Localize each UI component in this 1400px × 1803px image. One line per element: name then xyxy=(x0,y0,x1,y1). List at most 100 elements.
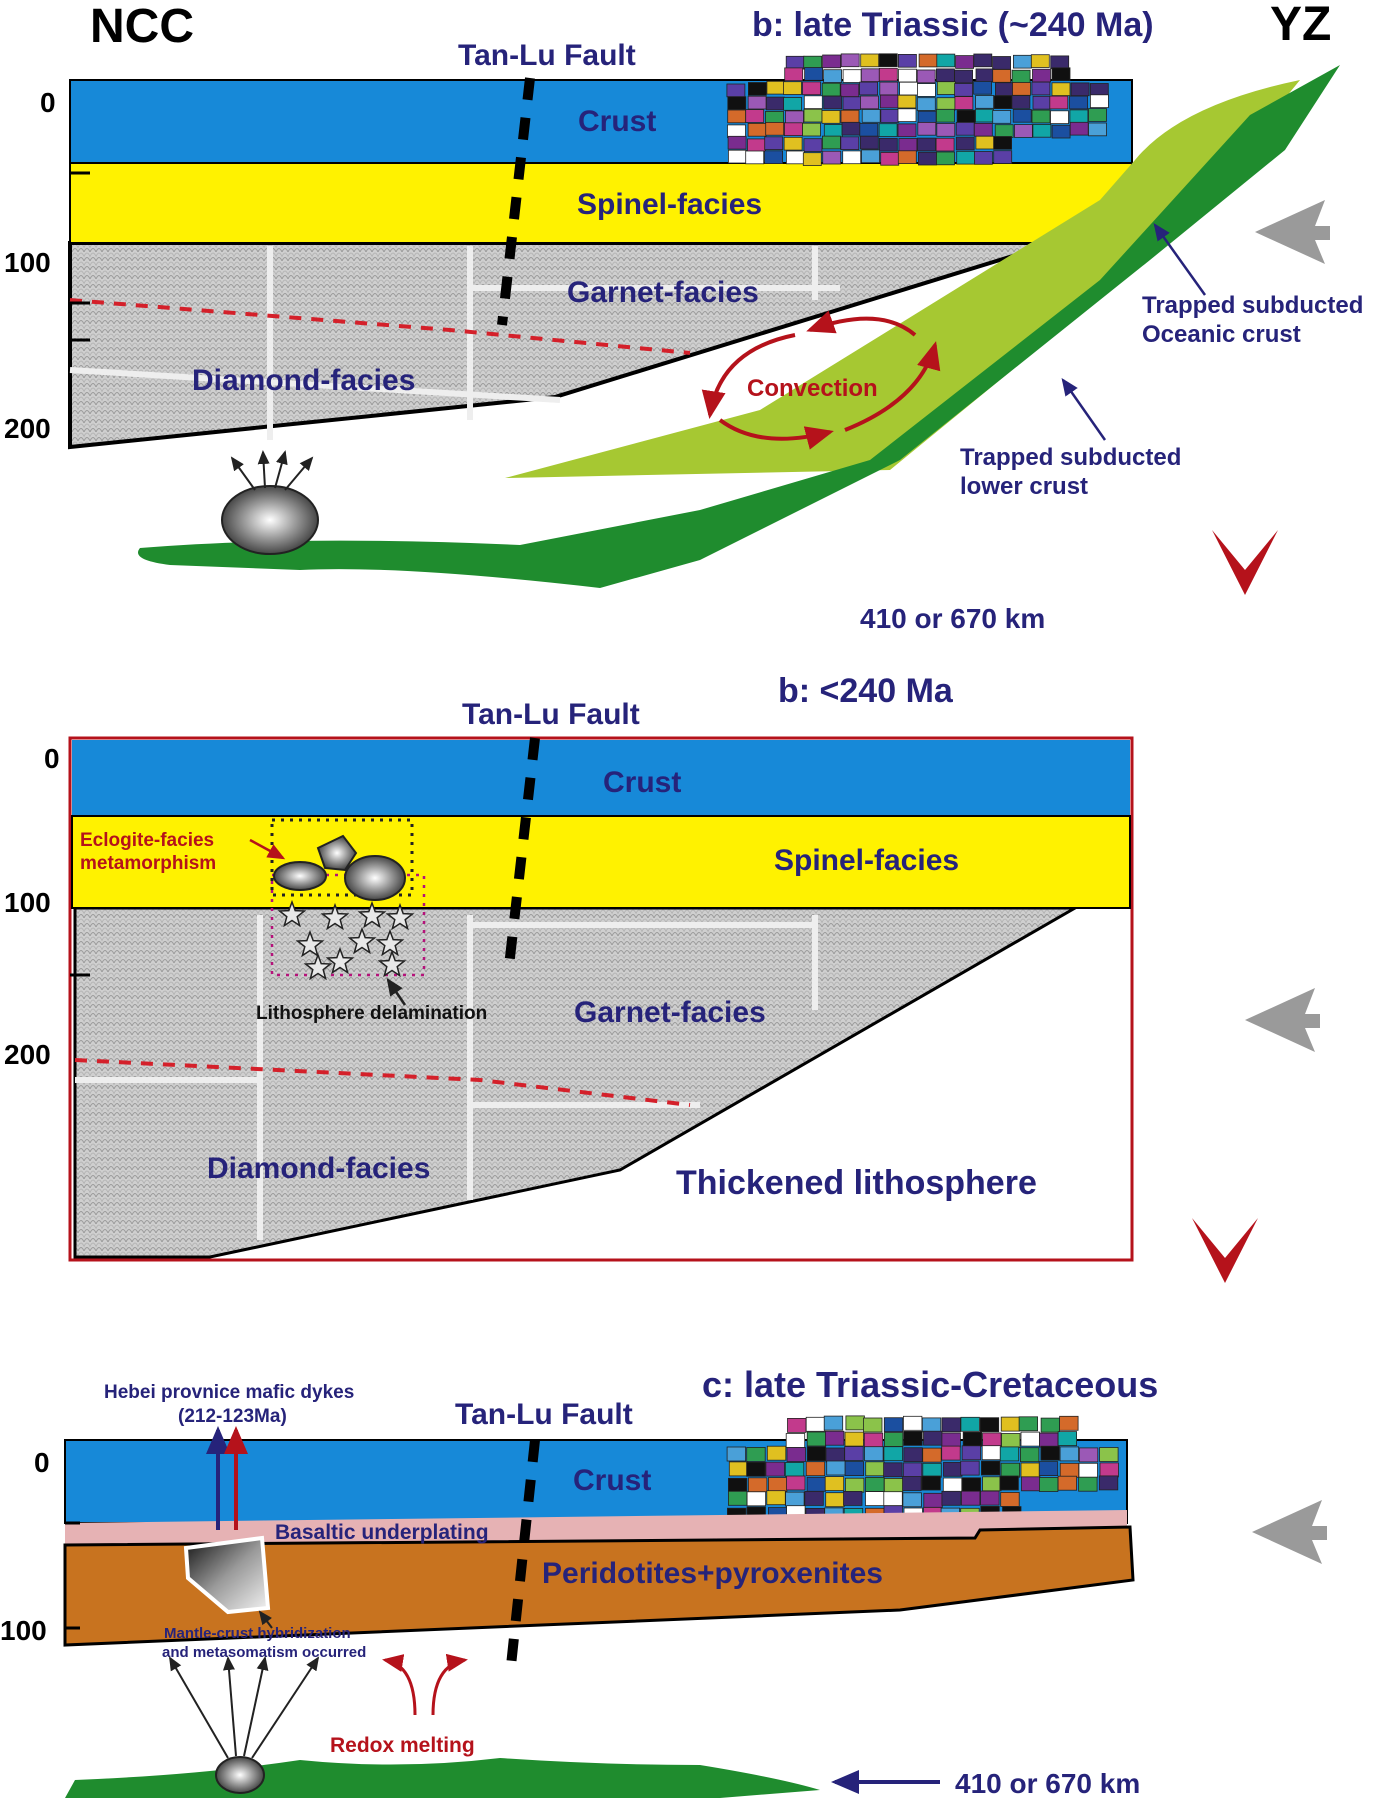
mosaic-cell xyxy=(1011,69,1031,84)
mosaic-cell xyxy=(1057,1475,1077,1491)
mosaic-cell xyxy=(880,109,900,123)
panel2-fault-label: Tan-Lu Fault xyxy=(462,698,640,731)
panel3-mosaic-block xyxy=(726,1415,1119,1523)
panel2-depth-0: 0 xyxy=(44,743,60,774)
mosaic-cell xyxy=(825,1492,845,1508)
mosaic-cell xyxy=(865,1491,885,1506)
mosaic-cell xyxy=(786,1447,806,1462)
mosaic-cell xyxy=(728,1461,749,1477)
panel2-spinel xyxy=(71,815,1131,909)
mosaic-cell xyxy=(845,1415,865,1431)
mosaic-cell xyxy=(806,1476,826,1492)
panel1-lower-crust-label-1: Trapped subducted xyxy=(960,444,1181,471)
mosaic-cell xyxy=(1032,124,1052,138)
mosaic-cell xyxy=(860,53,880,68)
panel1-depth-100: 100 xyxy=(4,247,51,278)
mosaic-cell xyxy=(865,1461,885,1477)
mosaic-cell xyxy=(973,53,993,68)
mosaic-cell xyxy=(786,1475,806,1491)
mosaic-cell xyxy=(803,95,823,110)
panel3-depth-0: 0 xyxy=(34,1447,50,1478)
mosaic-cell xyxy=(1032,68,1051,83)
mosaic-cell xyxy=(982,1432,1002,1448)
delamination-star xyxy=(295,929,325,958)
panel2-depth-200: 200 xyxy=(4,1039,51,1070)
mosaic-cell xyxy=(728,1490,748,1506)
mosaic-cell xyxy=(1038,1461,1059,1476)
mosaic-cell xyxy=(1051,67,1071,82)
mosaic-cell xyxy=(1051,82,1071,97)
mosaic-cell xyxy=(1031,109,1051,124)
mosaic-cell xyxy=(727,124,746,139)
mosaic-cell xyxy=(840,53,860,68)
mosaic-cell xyxy=(941,1445,961,1461)
mosaic-cell xyxy=(1099,1462,1119,1478)
mosaic-cell xyxy=(917,83,936,97)
mosaic-cell xyxy=(936,151,955,166)
panel2-diamond-label: Diamond-facies xyxy=(207,1152,430,1185)
mosaic-cell xyxy=(993,150,1013,164)
mosaic-cell xyxy=(865,1477,885,1492)
panel1-garnet-label: Garnet-facies xyxy=(567,276,759,309)
panel3-dykes-label-2: (212-123Ma) xyxy=(178,1406,287,1427)
mosaic-cell xyxy=(1057,1431,1077,1446)
mosaic-cell xyxy=(804,67,823,81)
mosaic-cell xyxy=(879,81,899,96)
mosaic-cell xyxy=(973,81,992,95)
mosaic-cell xyxy=(860,95,879,110)
panel2-slab-seams xyxy=(75,915,818,1240)
mosaic-cell xyxy=(1050,55,1070,70)
mosaic-cell xyxy=(765,122,785,136)
mosaic-cell xyxy=(747,123,767,137)
mosaic-cell xyxy=(878,67,898,82)
mosaic-cell xyxy=(923,1492,943,1508)
panel3-plume-arrows xyxy=(168,1656,320,1759)
mosaic-cell xyxy=(956,109,976,124)
yz-label: YZ xyxy=(1270,0,1331,51)
delamination-star xyxy=(357,900,387,929)
mosaic-cell xyxy=(1013,54,1032,69)
mosaic-cell xyxy=(921,1417,942,1433)
mosaic-cell xyxy=(747,138,766,153)
mosaic-cell xyxy=(727,96,747,110)
mosaic-cell xyxy=(806,1446,827,1462)
mosaic-cell xyxy=(787,1418,807,1433)
mosaic-cell xyxy=(961,1445,981,1461)
mosaic-cell xyxy=(897,108,917,123)
mosaic-cell xyxy=(878,53,898,67)
mosaic-cell xyxy=(1040,1417,1060,1433)
mosaic-cell xyxy=(823,95,843,110)
mosaic-cell xyxy=(1090,94,1109,109)
panel1-oceanic-label-2: Oceanic crust xyxy=(1142,321,1301,348)
delamination-star xyxy=(325,946,355,975)
mosaic-cell xyxy=(766,1490,786,1506)
mosaic-cell xyxy=(1059,1415,1079,1431)
mosaic-cell xyxy=(1088,122,1107,137)
panel2-delamination-pointer xyxy=(386,977,407,1006)
mosaic-cell xyxy=(746,1447,766,1462)
mosaic-cell xyxy=(923,1430,943,1446)
panel2-depth-100: 100 xyxy=(4,887,51,918)
mosaic-cell xyxy=(1088,108,1107,122)
mosaic-cell xyxy=(961,1477,981,1493)
mosaic-cell xyxy=(1089,83,1109,97)
mosaic-cell xyxy=(879,94,899,109)
panel2-eclogite-label-2: metamorphism xyxy=(80,853,216,874)
delamination-star xyxy=(377,949,407,978)
mosaic-cell xyxy=(764,136,784,151)
mosaic-cell xyxy=(899,81,918,96)
mosaic-cell xyxy=(995,82,1014,96)
mosaic-cell xyxy=(917,137,936,152)
mosaic-cell xyxy=(785,1433,806,1448)
mosaic-cell xyxy=(902,1462,923,1478)
mosaic-cell xyxy=(999,1475,1019,1491)
panel3-depth-note: 410 or 670 km xyxy=(955,1768,1140,1798)
mosaic-cell xyxy=(883,1446,903,1462)
panel2-eclogite-blob-2 xyxy=(316,834,358,872)
mosaic-cell xyxy=(822,135,841,150)
mosaic-cell xyxy=(941,1417,961,1433)
panel1-lower-crust-label-2: lower crust xyxy=(960,473,1088,500)
panel1-lower-crust-pointer xyxy=(1061,377,1107,441)
mosaic-cell xyxy=(1069,109,1089,124)
